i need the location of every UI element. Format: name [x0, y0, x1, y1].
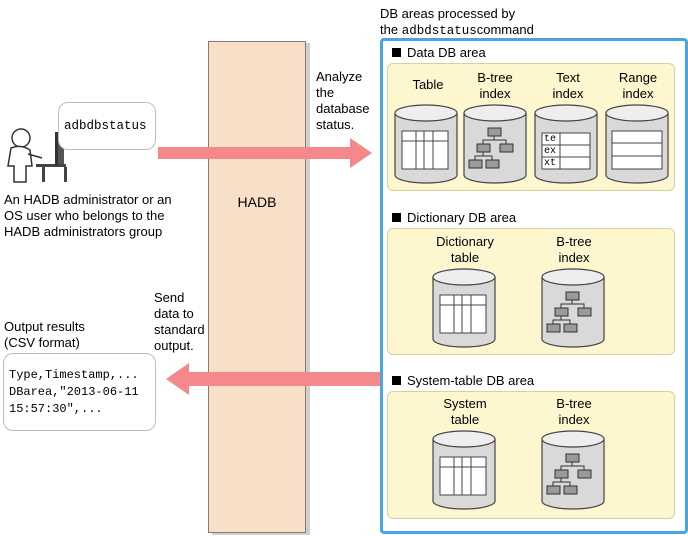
send-output-arrow: [166, 363, 380, 395]
processed-title-line-1: DB areas processed by: [380, 6, 516, 21]
bullet-square-icon: [392, 213, 401, 222]
csv-line-1: Type,Timestamp,...: [9, 368, 139, 382]
sys-item-btree-label-2: index: [558, 412, 590, 427]
output-title-line-2: (CSV format): [4, 335, 80, 350]
data-table-cylinder-icon: [394, 104, 458, 184]
sys-item-table-label-2: table: [450, 412, 480, 427]
sys-btree-cylinder-icon: [541, 430, 605, 510]
bullet-square-icon: [392, 376, 401, 385]
sys-db-area-title-text: System-table DB area: [407, 373, 535, 388]
data-item-table-label: Table: [412, 77, 444, 92]
output-title-line-1: Output results: [4, 319, 85, 334]
command-text: adbdbstatus: [64, 119, 147, 133]
csv-line-2: DBarea,"2013-06-11: [9, 385, 139, 399]
text-index-cell-1: te: [544, 134, 557, 145]
analyze-caption-line-4: status.: [316, 117, 355, 132]
send-caption-line-3: standard: [154, 322, 205, 337]
send-caption-line-4: output.: [154, 338, 194, 353]
dict-db-area-title: Dictionary DB area: [392, 209, 516, 226]
analyze-caption-line-3: database: [316, 101, 370, 116]
hadb-server-bar: [208, 41, 306, 533]
data-item-btree-label-2: index: [479, 86, 511, 101]
data-item-range-label-2: index: [622, 86, 654, 101]
csv-output-bubble: [3, 353, 156, 431]
text-index-cell-3: xt: [544, 158, 557, 169]
analyze-caption-line-1: Analyze: [316, 69, 363, 84]
send-caption-line-1: Send: [154, 290, 185, 305]
dict-btree-cylinder-icon: [541, 268, 605, 348]
sys-item-btree-label-1: B-tree: [556, 396, 592, 411]
data-db-area-title-text: Data DB area: [407, 45, 486, 60]
sys-item-table-label-1: System: [443, 396, 487, 411]
admin-caption-line-2: OS user who belongs to the: [4, 208, 165, 223]
data-text-index-cylinder-icon: [534, 104, 598, 184]
processed-title-command-word: command: [476, 22, 534, 37]
admin-caption-line-1: An HADB administrator or an: [4, 192, 172, 207]
admin-caption-line-3: HADB administrators group: [4, 224, 163, 239]
send-caption-line-2: data to: [154, 306, 194, 321]
text-index-cell-2: ex: [544, 146, 557, 157]
dict-item-btree-label-2: index: [558, 250, 590, 265]
hadb-label: HADB: [237, 194, 277, 210]
data-db-area-title: Data DB area: [392, 44, 486, 61]
csv-line-3: 15:57:30",...: [9, 402, 103, 416]
data-item-range-label-1: Range: [618, 70, 658, 85]
bullet-square-icon: [392, 48, 401, 57]
db-areas-container: [380, 38, 688, 534]
data-range-index-cylinder-icon: [605, 104, 669, 184]
dict-item-table-label-2: table: [450, 250, 480, 265]
analyze-arrow: [158, 138, 372, 168]
processed-title-command-name: adbdstatus: [401, 24, 477, 38]
processed-title-the: the: [380, 22, 399, 37]
sys-table-cylinder-icon: [432, 430, 496, 510]
dict-item-btree-label-1: B-tree: [556, 234, 592, 249]
dict-db-area-title-text: Dictionary DB area: [407, 210, 517, 225]
data-btree-cylinder-icon: [463, 104, 527, 184]
data-item-text-label-1: Text: [556, 70, 580, 85]
data-item-btree-label-1: B-tree: [477, 70, 513, 85]
sys-db-area-title: System-table DB area: [392, 372, 534, 389]
command-bubble: [58, 102, 156, 150]
admin-person-icon: [7, 128, 67, 183]
dict-item-table-label-1: Dictionary: [436, 234, 494, 249]
processed-title-line-2: the adbdstatuscommand: [380, 21, 534, 40]
analyze-caption-line-2: the: [316, 85, 335, 100]
data-item-text-label-2: index: [552, 86, 584, 101]
dict-table-cylinder-icon: [432, 268, 496, 348]
